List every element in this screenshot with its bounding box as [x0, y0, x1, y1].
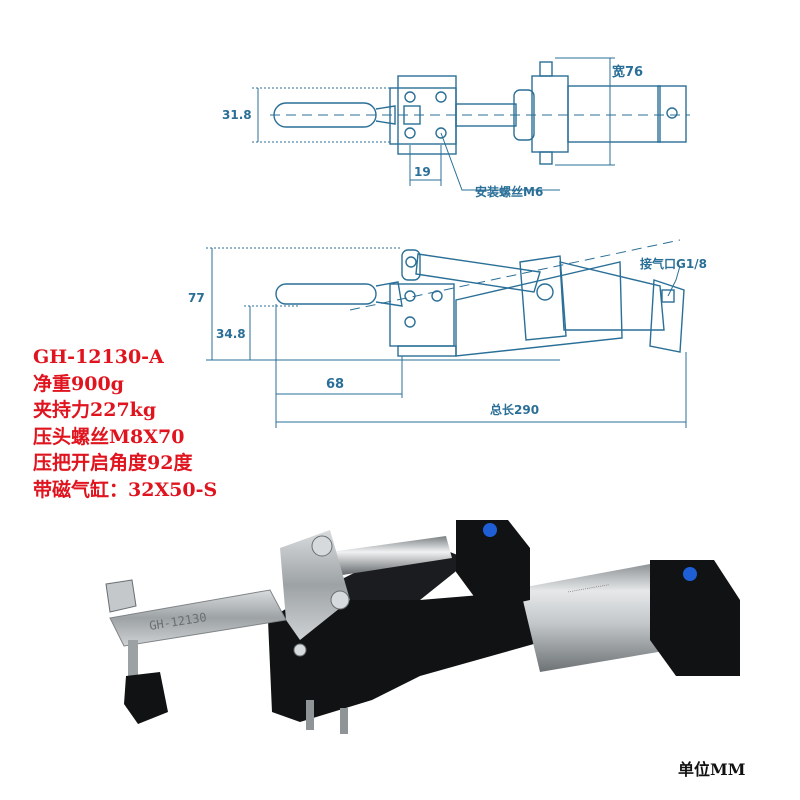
offset-length-label: 68: [326, 377, 344, 392]
side-air-port: [661, 289, 675, 303]
side-bolt-1: [404, 290, 416, 302]
side-view-drawing: [275, 249, 685, 357]
top-view-dimensions: [252, 57, 615, 191]
top-bolt-3: [435, 91, 447, 103]
photo-piston-rod: [330, 536, 452, 576]
side-view-dimensions: [206, 247, 687, 428]
photo-pressure-pad: [124, 672, 168, 724]
top-bolt-4: [435, 127, 447, 139]
side-cylinder-head: [519, 255, 567, 341]
photo-bracket: [268, 590, 548, 722]
top-end-port: [666, 107, 678, 119]
spec-clamp-force: 夹持力227kg: [33, 399, 157, 421]
spec-weight: 净重900g: [33, 372, 124, 395]
top-cylinder-end: [657, 85, 687, 143]
photo-mount-bolt-2: [340, 708, 348, 734]
spec-cylinder: 带磁气缸：32X50-S: [33, 478, 218, 501]
photo-spindle-nut: [105, 579, 137, 613]
photo-spindle-thread: [128, 640, 138, 676]
side-handle-link: [375, 281, 403, 307]
top-cylinder-tube: [567, 85, 661, 143]
top-cylinder-flange: [531, 75, 569, 153]
side-height-label: 77: [188, 291, 205, 305]
photo-pivot-top: [311, 535, 333, 557]
top-bolt-2: [404, 127, 416, 139]
side-cylinder-end: [649, 279, 685, 353]
side-handle-grip: [275, 283, 377, 305]
top-port-upper: [539, 61, 553, 77]
side-base-plate: [397, 345, 457, 357]
mount-screw-label: 安装螺丝M6: [475, 184, 543, 199]
side-bolt-2: [431, 290, 443, 302]
top-height-label: 31.8: [222, 108, 252, 122]
unit-label: 单位MM: [678, 760, 746, 779]
spec-model: GH-12130-A: [33, 346, 164, 368]
side-cylinder-tube: [559, 261, 665, 331]
side-bolt-3: [404, 316, 416, 328]
slot-width-label: 19: [414, 165, 431, 179]
photo-end-port: [683, 567, 697, 581]
mount-leader: [440, 132, 560, 191]
photo-mount-bolt-1: [306, 700, 314, 730]
side-pivot-pin: [405, 256, 417, 268]
side-top-pivot: [401, 249, 421, 281]
photo-clamp-arm: [109, 589, 287, 647]
spec-open-angle: 压把开启角度92度: [33, 452, 193, 474]
photo-cylinder-tube: [520, 564, 670, 672]
air-port-label: 接气口G1/8: [640, 256, 707, 271]
photo-cylinder-end-cap: [650, 560, 740, 676]
top-handle-neck: [375, 105, 396, 125]
photo-pivot-mid: [330, 590, 350, 610]
total-length-label: 总长290: [490, 402, 539, 417]
photo-cylinder-head: [456, 520, 530, 610]
side-bracket: [455, 261, 623, 357]
spec-spindle: 压头螺丝M8X70: [33, 425, 185, 448]
air-port-leader: [667, 265, 681, 297]
side-cylinder-pivot: [536, 283, 554, 301]
photo-head-port: [483, 523, 497, 537]
base-height-label: 34.8: [216, 327, 246, 341]
body-width-label: 宽76: [611, 64, 643, 80]
photo-toggle-link: [280, 530, 350, 640]
top-bolt-1: [404, 91, 416, 103]
photo-pivot-low: [293, 643, 307, 657]
product-photo: ······················ GH-12130: [105, 520, 740, 734]
top-port-lower: [539, 151, 553, 165]
side-link-arm: [415, 253, 541, 293]
side-centerline: [349, 239, 681, 311]
